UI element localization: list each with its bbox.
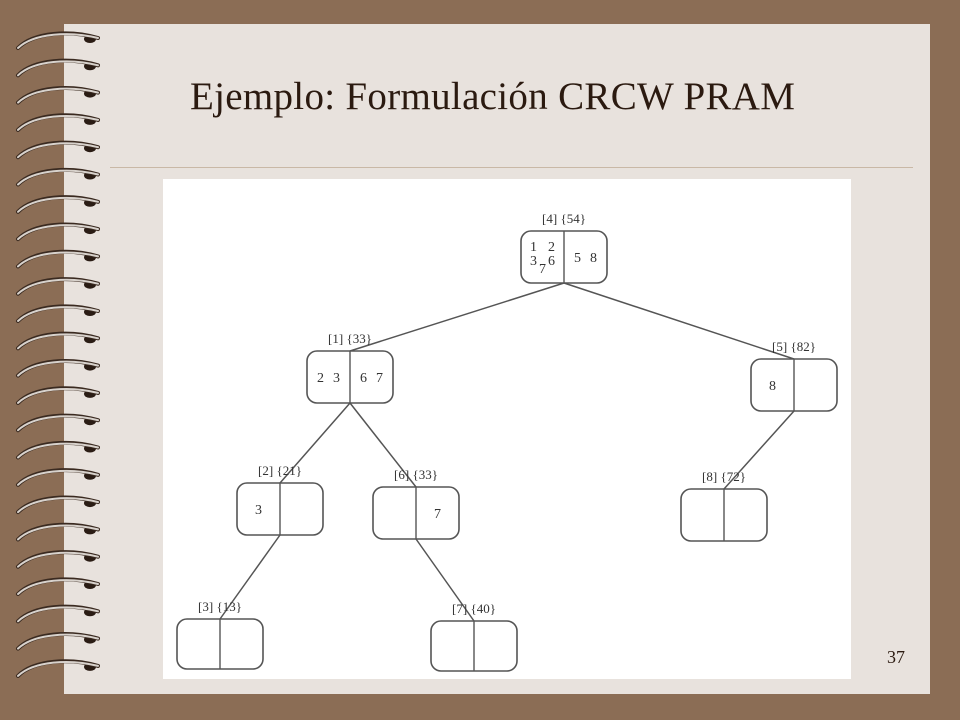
node-label: [8] {72}: [702, 469, 746, 484]
binding-coil: [16, 58, 100, 78]
node-label: [3] {13}: [198, 599, 242, 614]
binding-coil: [16, 468, 100, 487]
node-label: [7] {40}: [452, 601, 496, 616]
title-divider: [110, 167, 913, 168]
binding-coil: [16, 440, 100, 460]
node-label: [4] {54}: [542, 211, 586, 226]
binding-coil: [16, 31, 100, 50]
tree-node: [8] {72}: [680, 469, 768, 542]
tree-node: [5] {82} 8: [750, 339, 838, 412]
tree-edge: [279, 402, 351, 484]
node-label: [5] {82}: [772, 339, 816, 354]
node-label: [2] {21}: [258, 463, 302, 478]
node-item-right: 7: [434, 507, 441, 522]
node-label: [1] {33}: [328, 331, 372, 346]
binding-coil: [16, 86, 100, 105]
binding-coil: [16, 140, 100, 160]
node-item-left: 3: [333, 371, 340, 386]
tree-edge: [349, 402, 417, 488]
binding-coil: [16, 113, 100, 132]
node-item-left: 2: [548, 240, 555, 255]
slide-title: Ejemplo: Formulación CRCW PRAM: [190, 75, 796, 118]
tree-edge: [415, 538, 475, 622]
node-item-right: 7: [376, 371, 383, 386]
node-item-left: 6: [548, 254, 555, 269]
binding-coil: [16, 577, 100, 596]
page-number: 37: [887, 647, 905, 667]
binding-coil: [16, 604, 100, 624]
binding-coil: [16, 659, 100, 678]
tree-node: [6] {33} 7: [372, 467, 460, 540]
spiral-binding: [16, 31, 100, 678]
binding-coil: [16, 632, 100, 651]
binding-coil: [16, 249, 100, 269]
tree-node: [2] {21} 3: [236, 463, 324, 536]
binding-coil: [16, 413, 100, 433]
binding-coil: [16, 550, 100, 569]
binding-coil: [16, 386, 100, 405]
tree-edge: [349, 282, 565, 352]
binding-coil: [16, 359, 100, 378]
node-item-right: 5: [574, 251, 581, 266]
node-item-left: 7: [539, 262, 546, 277]
tree-node: [3] {13}: [176, 599, 264, 670]
node-item-left: 8: [769, 379, 776, 394]
binding-coil: [16, 495, 100, 515]
node-item-left: 1: [530, 240, 537, 255]
tree-edge: [723, 410, 795, 490]
node-item-left: 2: [317, 371, 324, 386]
tree-edge: [219, 534, 281, 620]
binding-coil: [16, 222, 100, 242]
binding-coil: [16, 195, 100, 214]
tree-edge: [563, 282, 795, 360]
binding-coil: [16, 331, 100, 351]
node-item-left: 3: [530, 254, 537, 269]
tree-node: [7] {40}: [430, 601, 518, 672]
binding-coil: [16, 167, 100, 187]
node-item-right: 6: [360, 371, 367, 386]
node-label: [6] {33}: [394, 467, 438, 482]
binding-coil: [16, 304, 100, 323]
node-item-right: 8: [590, 251, 597, 266]
binding-coil: [16, 522, 100, 542]
node-item-left: 3: [255, 503, 262, 518]
binding-coil: [16, 277, 100, 296]
